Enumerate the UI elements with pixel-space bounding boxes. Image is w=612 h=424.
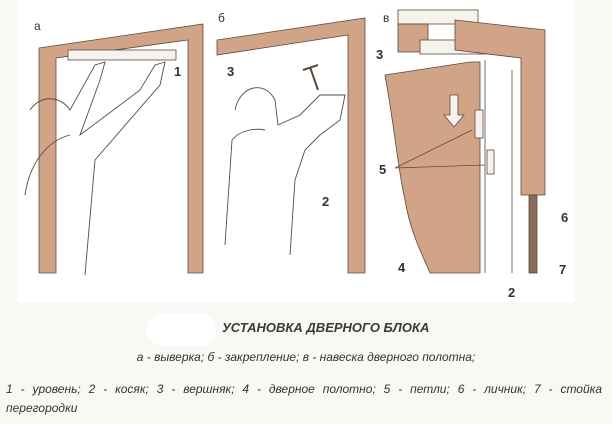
- label-4: 4: [398, 260, 406, 275]
- label-6: 6: [561, 210, 568, 225]
- spirit-level: [67, 49, 177, 61]
- label-2-c: 2: [508, 285, 515, 300]
- panel-a-worker: [24, 61, 166, 276]
- panel-a-door-frame: [38, 23, 204, 274]
- door-installation-illustration: а 1 б 3 2 в 3 5 4 6 7 2: [24, 9, 569, 300]
- panel-b-door-frame: [216, 17, 366, 274]
- label-3-c: 3: [376, 47, 383, 62]
- hinge-bottom: [486, 149, 495, 175]
- label-2: 2: [322, 194, 329, 209]
- down-arrow-icon: [443, 94, 465, 128]
- label-5: 5: [379, 162, 386, 177]
- partition-stud: [528, 194, 538, 274]
- label-panel-a: а: [34, 19, 41, 33]
- caption-parts-legend: 1 - уровень; 2 - косяк; 3 - вершняк; 4 -…: [6, 382, 602, 415]
- label-panel-c: в: [383, 11, 389, 25]
- label-3: 3: [227, 64, 234, 79]
- label-7: 7: [559, 262, 566, 277]
- label-1: 1: [174, 64, 181, 79]
- casing-trim: [454, 19, 546, 196]
- hinge-top: [474, 109, 484, 139]
- label-panel-b: б: [218, 11, 225, 25]
- caption-title: УСТАНОВКА ДВЕРНОГО БЛОКА: [222, 320, 430, 335]
- white-blob: [146, 314, 216, 346]
- caption-panels-legend: а - выверка; б - закрепление; в - навеск…: [136, 350, 476, 364]
- panel-b-worker: [224, 64, 346, 256]
- panel-c-door-assembly: [384, 9, 546, 274]
